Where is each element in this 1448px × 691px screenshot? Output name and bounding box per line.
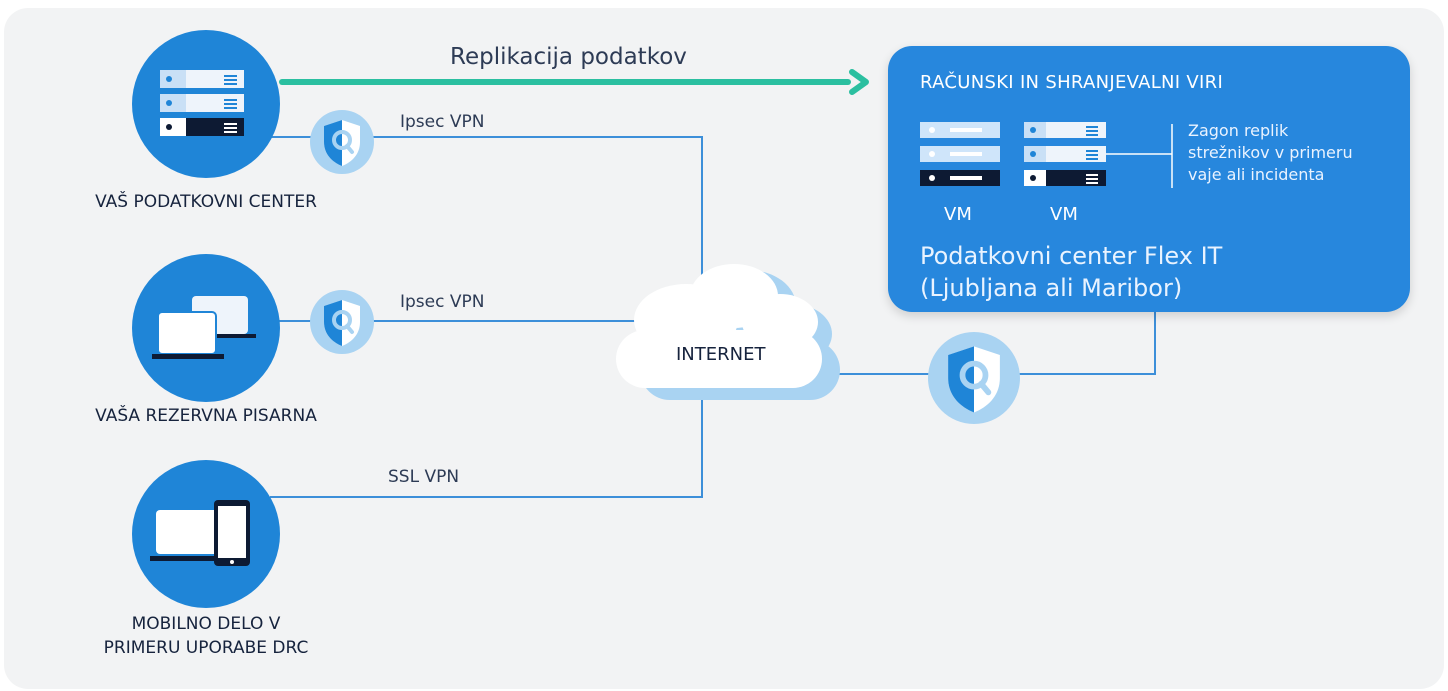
office-label: VAŠA REZERVNA PISARNA xyxy=(95,406,317,426)
mobile-label: MOBILNO DELO V PRIMERU UPORABE DRC xyxy=(103,614,309,658)
laptop-phone-icon xyxy=(150,500,250,566)
resources-title: RAČUNSKI IN SHRANJEVALNI VIRI xyxy=(920,72,1224,93)
datacenter-vpn-label: Ipsec VPN xyxy=(400,112,485,132)
cloud-icon xyxy=(616,264,840,400)
server-rack-icon xyxy=(160,70,244,136)
shield-search-icon xyxy=(324,300,360,346)
shield-search-icon xyxy=(324,120,360,166)
mobile-node xyxy=(132,460,280,608)
replication-arrow xyxy=(279,69,869,95)
datacenter-label: VAŠ PODATKOVNI CENTER xyxy=(95,192,317,212)
mobile-vpn-label: SSL VPN xyxy=(388,467,460,487)
datacenter-vpn-line xyxy=(230,136,703,290)
vm-servers-icon xyxy=(920,122,1173,188)
vm-label-2: VM xyxy=(1050,204,1078,225)
office-shield xyxy=(310,290,374,354)
office-vpn-label: Ipsec VPN xyxy=(400,292,485,312)
replica-note: Zagon replik strežnikov v primeru vaje a… xyxy=(1188,121,1353,184)
replication-label: Replikacija podatkov xyxy=(450,44,687,70)
office-node xyxy=(132,254,280,402)
flex-datacenter-box: RAČUNSKI IN SHRANJEVALNI VIRI VM VM Za xyxy=(888,46,1410,312)
mobile-vpn-line xyxy=(270,396,703,498)
datacenter-node xyxy=(132,30,280,178)
flex-shield xyxy=(928,332,1020,424)
vm-label-1: VM xyxy=(944,204,972,225)
internet-label: INTERNET xyxy=(676,344,766,365)
datacenter-shield xyxy=(310,110,374,174)
shield-search-icon xyxy=(948,346,1000,413)
flex-datacenter-label: Podatkovni center Flex IT (Ljubljana ali… xyxy=(920,242,1223,302)
laptops-icon xyxy=(152,296,256,359)
